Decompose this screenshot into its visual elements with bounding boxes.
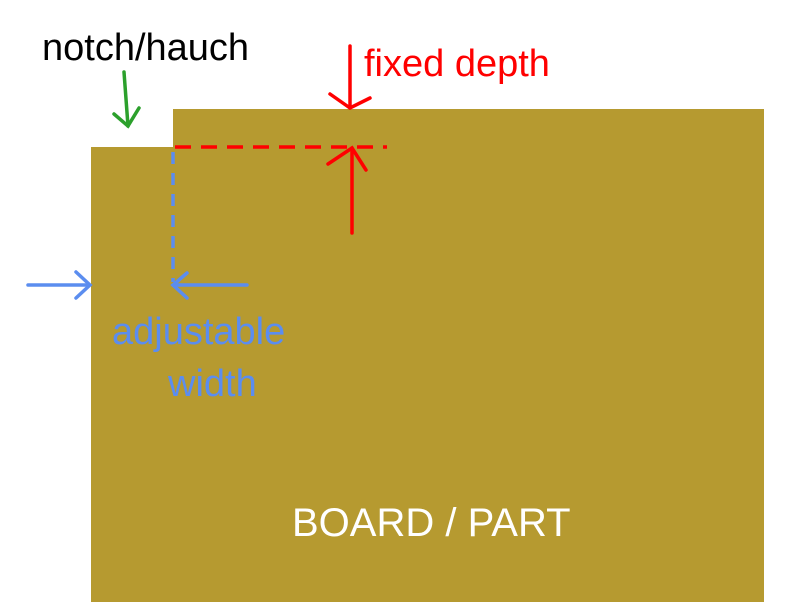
notch-arrow-icon — [112, 70, 141, 129]
depth-arrow-down-icon — [328, 44, 372, 111]
board-label: BOARD / PART — [292, 501, 571, 545]
width-arrow-left-icon — [170, 271, 249, 300]
depth-arrow-up-icon — [326, 145, 368, 235]
width-label: width — [167, 363, 257, 405]
fixed-depth-label: fixed depth — [364, 43, 550, 85]
notch-label: notch/hauch — [42, 27, 249, 69]
width-arrow-right-icon — [26, 270, 93, 300]
board-part — [91, 109, 764, 602]
adjustable-label: adjustable — [112, 311, 285, 353]
